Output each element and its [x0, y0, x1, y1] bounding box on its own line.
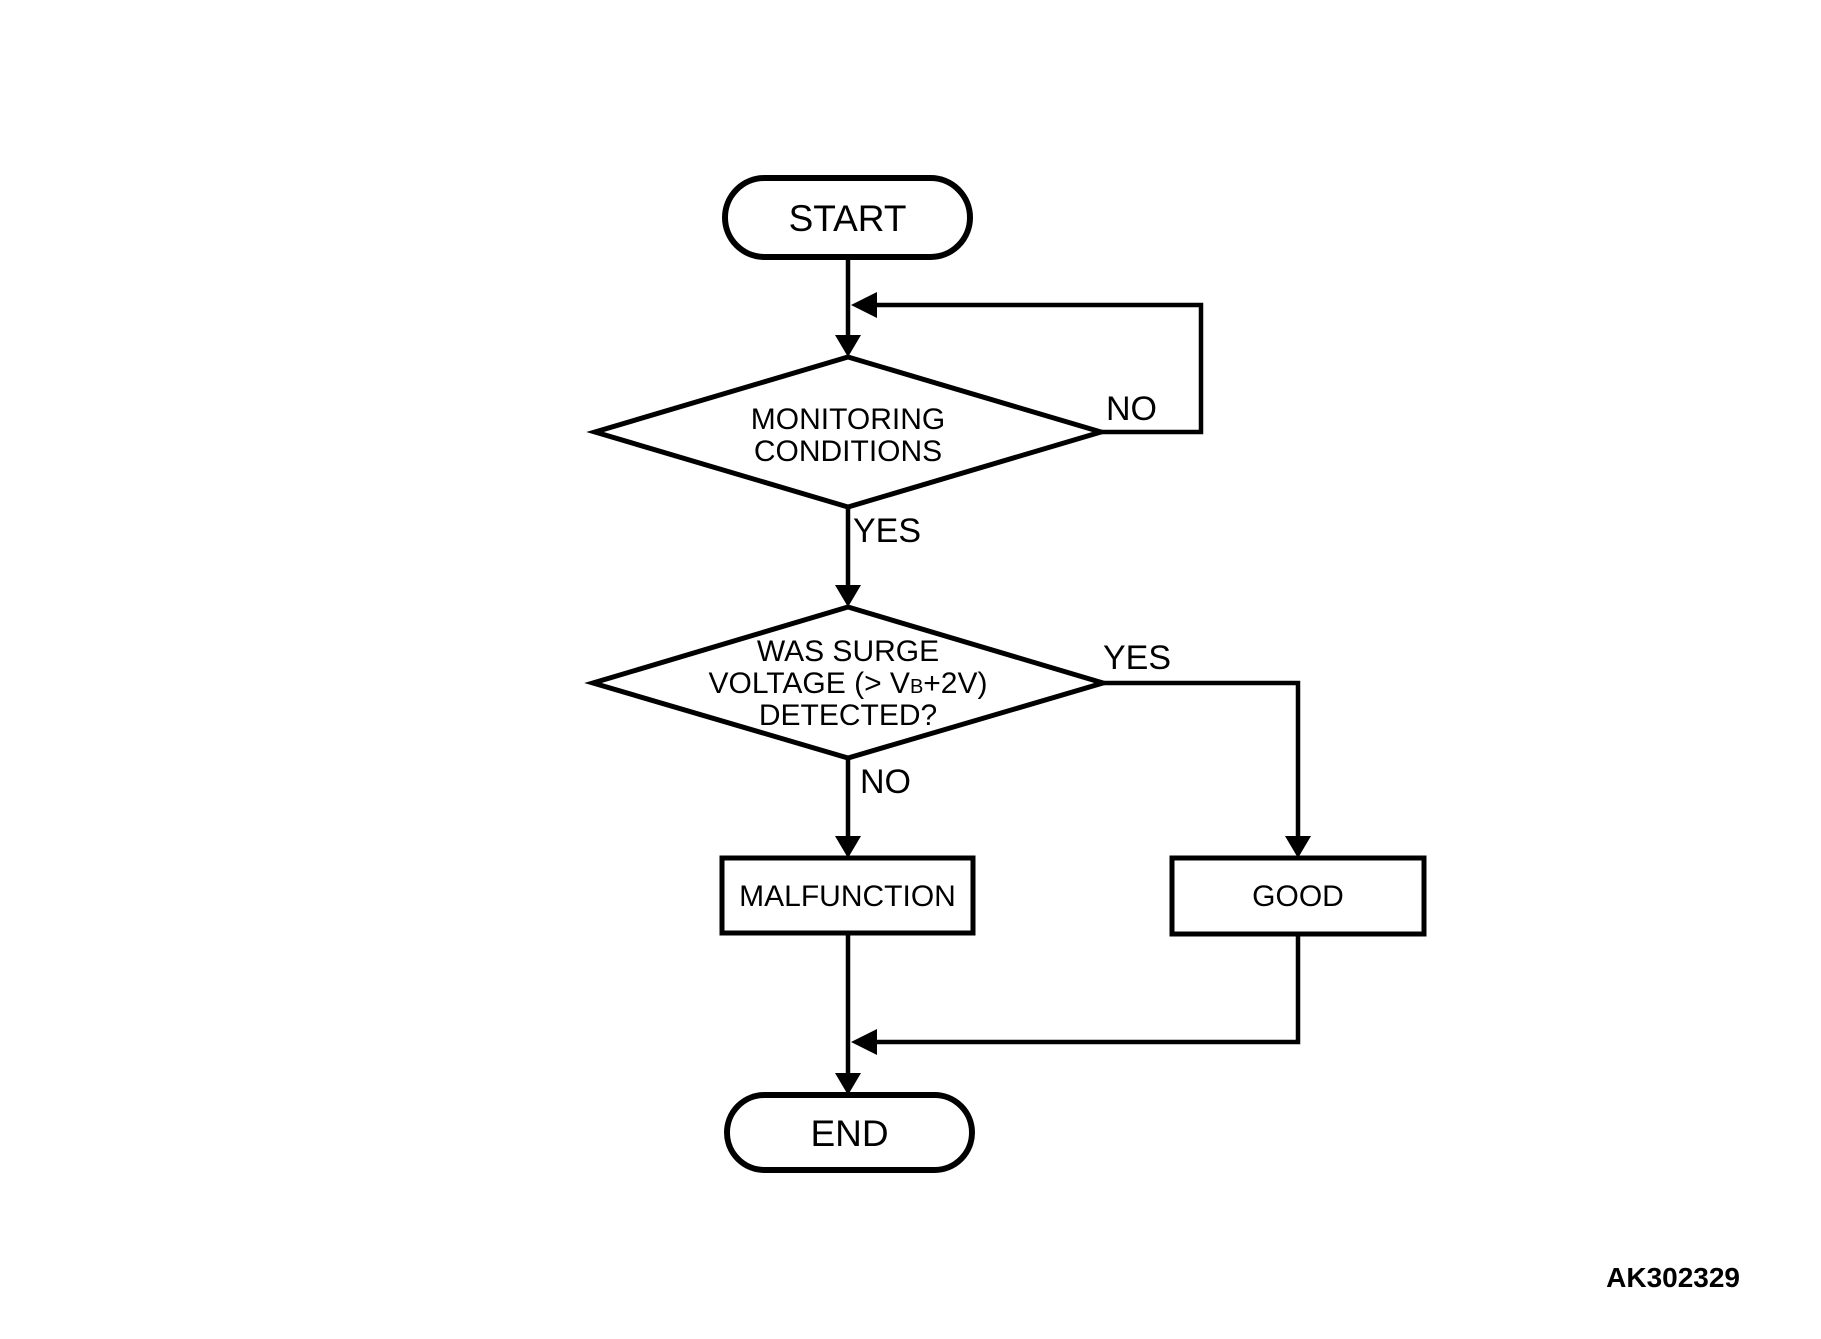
arrowhead-left-icon: [851, 292, 877, 318]
decision-label-line3: DETECTED?: [759, 699, 937, 732]
malfunction-node: MALFUNCTION: [719, 855, 976, 936]
decision-shape: [586, 354, 1110, 510]
start-node: START: [722, 175, 973, 260]
decision-label-line2: VOLTAGE (> VB+2V): [708, 667, 987, 700]
surge-no-label: NO: [860, 763, 911, 801]
end-node: END: [724, 1092, 975, 1173]
decision-label-line2-pre: VOLTAGE (> V: [708, 667, 909, 700]
connector-monitoring-no-loop: [851, 292, 1204, 435]
surge-yes-label: YES: [1103, 639, 1171, 677]
arrowhead-left-icon: [851, 1029, 877, 1055]
decision-label-line2-subscript: B: [910, 676, 923, 698]
start-label: START: [789, 198, 907, 239]
monitoring-conditions-decision: MONITORING CONDITIONS: [586, 354, 1110, 510]
malfunction-label: MALFUNCTION: [739, 880, 956, 913]
connector-monitoring-yes-to-surge: [835, 507, 861, 607]
decision-label-line2-post: +2V): [923, 667, 987, 700]
malfunction-shape: [719, 855, 976, 936]
end-label: END: [810, 1113, 888, 1154]
arrowhead-down-icon: [835, 585, 861, 607]
surge-voltage-decision: WAS SURGE VOLTAGE (> VB+2V) DETECTED?: [584, 604, 1112, 761]
start-shape: [722, 175, 973, 260]
monitoring-no-label: NO: [1106, 390, 1157, 428]
figure-code: AK302329: [1606, 1262, 1740, 1293]
arrowhead-down-icon: [835, 335, 861, 357]
decision-label-line1: WAS SURGE: [757, 635, 939, 668]
end-shape: [724, 1092, 975, 1173]
decision-label-line1: MONITORING: [751, 403, 945, 436]
good-shape: [1169, 855, 1427, 937]
decision-shape: [584, 604, 1112, 761]
connector-surge-yes-to-good: [1103, 680, 1311, 858]
good-node: GOOD: [1169, 855, 1427, 937]
connector-line: [874, 302, 1204, 435]
connector-malfunction-to-end: [835, 933, 861, 1095]
connector-line: [1103, 680, 1301, 840]
connector-line: [874, 934, 1301, 1045]
arrowhead-down-icon: [835, 1073, 861, 1095]
decision-label-line2: CONDITIONS: [754, 435, 942, 468]
arrowhead-down-icon: [1285, 836, 1311, 858]
arrowhead-down-icon: [835, 836, 861, 858]
connector-good-to-merge: [851, 934, 1301, 1055]
good-label: GOOD: [1252, 880, 1344, 913]
connector-start-to-monitoring: [835, 255, 861, 357]
connector-surge-no-to-malfunction: [835, 758, 861, 858]
monitoring-yes-label: YES: [853, 512, 921, 550]
